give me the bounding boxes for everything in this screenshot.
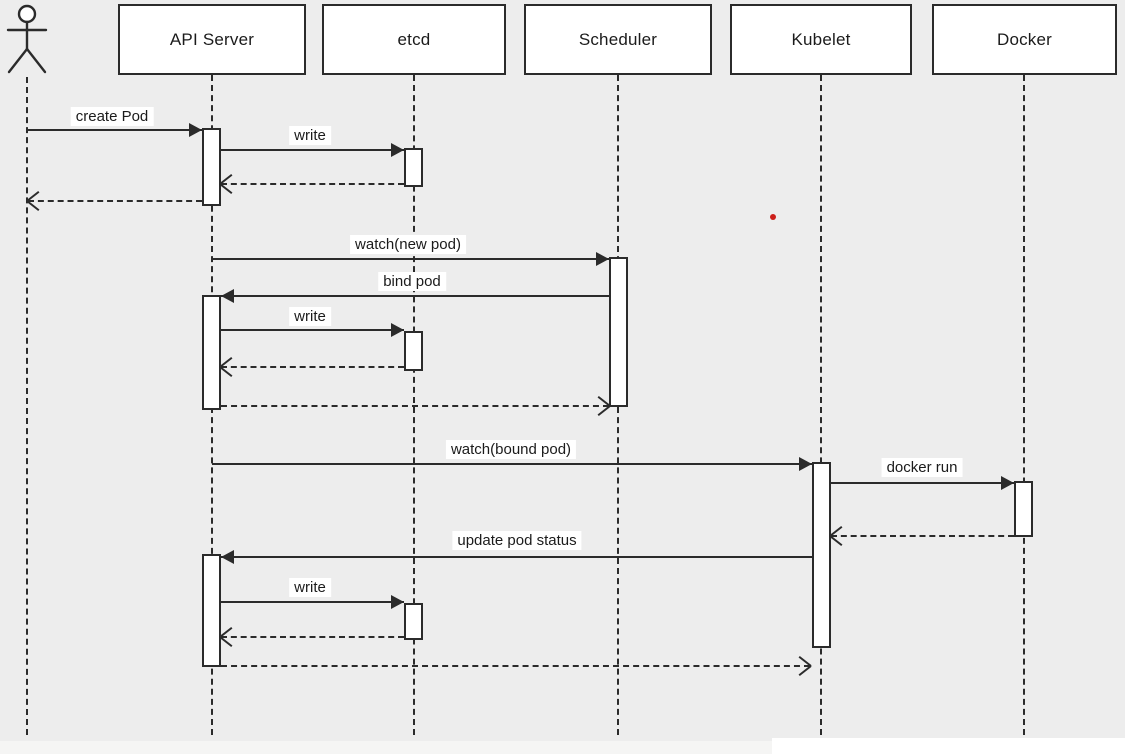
message-label: watch(new pod) [350, 235, 466, 254]
message-line [28, 200, 202, 202]
bottom-strip-right [772, 738, 1125, 754]
arrowhead-left-icon [830, 528, 845, 544]
arrowhead-right-icon [391, 323, 404, 337]
activation-bar-etcd [404, 148, 423, 187]
activation-bar-etcd [404, 331, 423, 371]
bottom-strip-left [0, 741, 772, 754]
activation-bar-docker [1014, 481, 1033, 537]
message-line [212, 463, 812, 465]
arrowhead-right-icon [391, 143, 404, 157]
message-line [221, 329, 404, 331]
activation-bar-api-server [202, 554, 221, 667]
arrowhead-right-icon [596, 252, 609, 266]
message-label: write [289, 578, 331, 597]
lifeline-actor [26, 77, 28, 735]
message-line [221, 601, 404, 603]
red-dot [770, 214, 776, 220]
message-line [221, 405, 609, 407]
message-line [212, 258, 609, 260]
message-line [221, 295, 609, 297]
lifeline-docker [1023, 75, 1025, 735]
arrowhead-left-icon [220, 176, 235, 192]
message-line [221, 149, 404, 151]
activation-bar-scheduler [609, 257, 628, 407]
arrowhead-right-icon [189, 123, 202, 137]
arrowhead-right-icon [1001, 476, 1014, 490]
message-label: bind pod [378, 272, 446, 291]
message-line [221, 556, 812, 558]
message-label: watch(bound pod) [445, 440, 577, 459]
message-line [831, 535, 1014, 537]
message-line [221, 636, 404, 638]
activation-bar-kubelet [812, 462, 831, 648]
message-line [221, 665, 810, 667]
message-label: update pod status [452, 531, 582, 550]
actor-icon [6, 4, 48, 74]
participant-box-docker: Docker [932, 4, 1117, 75]
message-line [221, 366, 404, 368]
message-line [221, 183, 404, 185]
participant-box-api-server: API Server [118, 4, 306, 75]
activation-bar-api-server [202, 295, 221, 410]
message-label: docker run [881, 458, 963, 477]
arrowhead-left-icon [220, 359, 235, 375]
arrowhead-left-icon [221, 550, 234, 564]
activation-bar-api-server [202, 128, 221, 206]
arrowhead-right-icon [799, 457, 812, 471]
participant-box-scheduler: Scheduler [524, 4, 712, 75]
message-label: create Pod [70, 107, 154, 126]
arrowhead-right-icon [391, 595, 404, 609]
arrowhead-left-icon [220, 629, 235, 645]
lifeline-kubelet [820, 75, 822, 735]
message-line [831, 482, 1014, 484]
participant-box-etcd: etcd [322, 4, 506, 75]
participant-box-kubelet: Kubelet [730, 4, 912, 75]
message-label: write [289, 307, 331, 326]
arrowhead-right-icon [796, 658, 811, 674]
arrowhead-right-icon [595, 398, 610, 414]
message-label: write [289, 126, 331, 145]
arrowhead-left-icon [221, 289, 234, 303]
activation-bar-etcd [404, 603, 423, 640]
arrowhead-left-icon [27, 193, 42, 209]
message-line [28, 129, 202, 131]
